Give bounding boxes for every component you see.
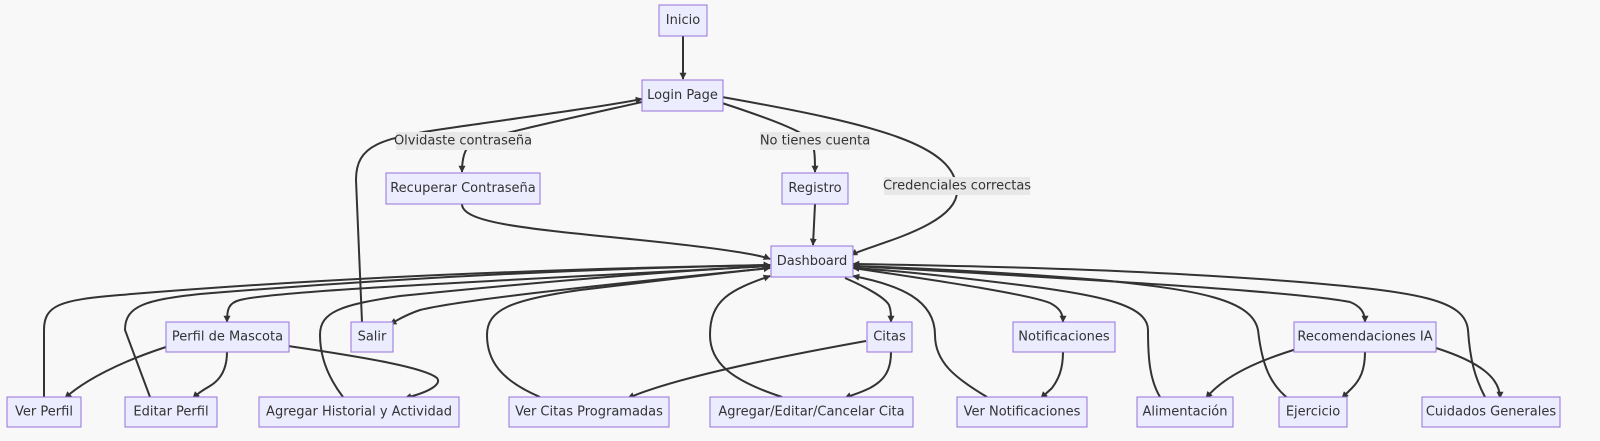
node-salir-label: Salir xyxy=(358,330,387,345)
edge-vercitas-dashboard xyxy=(485,265,771,398)
edge-recuperar-dashboard xyxy=(461,203,771,260)
node-ejercicio[interactable]: Ejercicio xyxy=(1278,396,1348,428)
node-ver-perfil[interactable]: Ver Perfil xyxy=(6,396,82,428)
node-cuidados-generales-label: Cuidados Generales xyxy=(1426,405,1556,420)
node-notificaciones-label: Notificaciones xyxy=(1018,330,1110,345)
edge-historial-dashboard xyxy=(318,262,771,398)
edge-cuidados-dashboard xyxy=(852,260,1486,398)
edge-citas-vercitas xyxy=(627,340,867,399)
edge-perfil-editarperfil xyxy=(192,351,228,399)
node-alimentacion[interactable]: Alimentación xyxy=(1136,396,1234,428)
edge-citas-agregarcita xyxy=(844,351,892,399)
node-login-page-label: Login Page xyxy=(647,88,718,103)
node-perfil-mascota[interactable]: Perfil de Mascota xyxy=(165,321,290,353)
edge-dashboard-notificaciones xyxy=(852,267,1067,323)
edge-recom-ejercicio xyxy=(1341,351,1366,399)
node-agregar-historial-label: Agregar Historial y Actividad xyxy=(266,405,452,420)
edge-dashboard-perfil xyxy=(223,265,771,323)
node-recuperar-contrasena[interactable]: Recuperar Contraseña xyxy=(385,172,541,205)
node-agregar-historial[interactable]: Agregar Historial y Actividad xyxy=(258,396,460,428)
node-editar-perfil[interactable]: Editar Perfil xyxy=(124,396,218,428)
edge-perfil-historial xyxy=(287,345,440,400)
node-dashboard-label: Dashboard xyxy=(777,254,848,269)
node-ver-perfil-label: Ver Perfil xyxy=(15,405,73,420)
node-ver-notificaciones[interactable]: Ver Notificaciones xyxy=(956,396,1088,428)
edge-salir-login xyxy=(354,96,643,323)
edge-alimentacion-dashboard xyxy=(852,264,1161,398)
node-recomendaciones-ia[interactable]: Recomendaciones IA xyxy=(1293,321,1437,353)
node-notificaciones[interactable]: Notificaciones xyxy=(1012,321,1116,353)
node-recuperar-contrasena-label: Recuperar Contraseña xyxy=(390,181,536,196)
edge-label-credenciales: Credenciales correctas xyxy=(883,177,1031,195)
edge-agregarcita-dashboard xyxy=(708,274,783,398)
node-cuidados-generales[interactable]: Cuidados Generales xyxy=(1421,396,1561,428)
edge-editarperfil-dashboard xyxy=(123,261,771,398)
node-perfil-mascota-label: Perfil de Mascota xyxy=(172,330,283,345)
node-dashboard[interactable]: Dashboard xyxy=(770,245,854,278)
edge-label-no-cuenta: No tienes cuenta xyxy=(760,132,870,150)
node-ejercicio-label: Ejercicio xyxy=(1286,405,1340,420)
edge-label-credenciales-text: Credenciales correctas xyxy=(883,179,1031,194)
node-salir[interactable]: Salir xyxy=(350,321,394,353)
node-inicio[interactable]: Inicio xyxy=(658,4,708,37)
edge-registro-dashboard xyxy=(809,203,817,246)
edge-label-olvidaste-text: Olvidaste contraseña xyxy=(394,134,532,149)
node-ver-citas-label: Ver Citas Programadas xyxy=(515,405,663,420)
node-recomendaciones-ia-label: Recomendaciones IA xyxy=(1297,330,1432,345)
node-citas-label: Citas xyxy=(873,330,906,345)
node-agregar-cita[interactable]: Agregar/Editar/Cancelar Cita xyxy=(709,396,914,428)
edge-dashboard-salir xyxy=(389,267,771,325)
node-editar-perfil-label: Editar Perfil xyxy=(133,405,208,420)
node-agregar-cita-label: Agregar/Editar/Cancelar Cita xyxy=(718,405,904,420)
edge-label-no-cuenta-text: No tienes cuenta xyxy=(760,134,870,149)
edge-vernotif-dashboard xyxy=(852,273,988,398)
node-citas[interactable]: Citas xyxy=(866,321,913,353)
node-registro[interactable]: Registro xyxy=(781,172,849,205)
edge-recom-alimentacion xyxy=(1205,347,1301,399)
node-inicio-label: Inicio xyxy=(666,13,700,28)
node-ver-citas[interactable]: Ver Citas Programadas xyxy=(508,396,670,428)
edge-recom-cuidados xyxy=(1435,347,1504,399)
node-login-page[interactable]: Login Page xyxy=(641,79,724,112)
edge-perfil-verperfil xyxy=(64,346,167,399)
edge-notif-vernotif xyxy=(1040,351,1064,399)
edge-label-olvidaste: Olvidaste contraseña xyxy=(394,132,532,150)
edge-dashboard-recomendaciones xyxy=(852,265,1369,323)
node-registro-label: Registro xyxy=(788,181,841,196)
node-ver-notificaciones-label: Ver Notificaciones xyxy=(964,405,1081,420)
edge-dashboard-citas xyxy=(844,277,895,323)
node-alimentacion-label: Alimentación xyxy=(1142,405,1227,420)
